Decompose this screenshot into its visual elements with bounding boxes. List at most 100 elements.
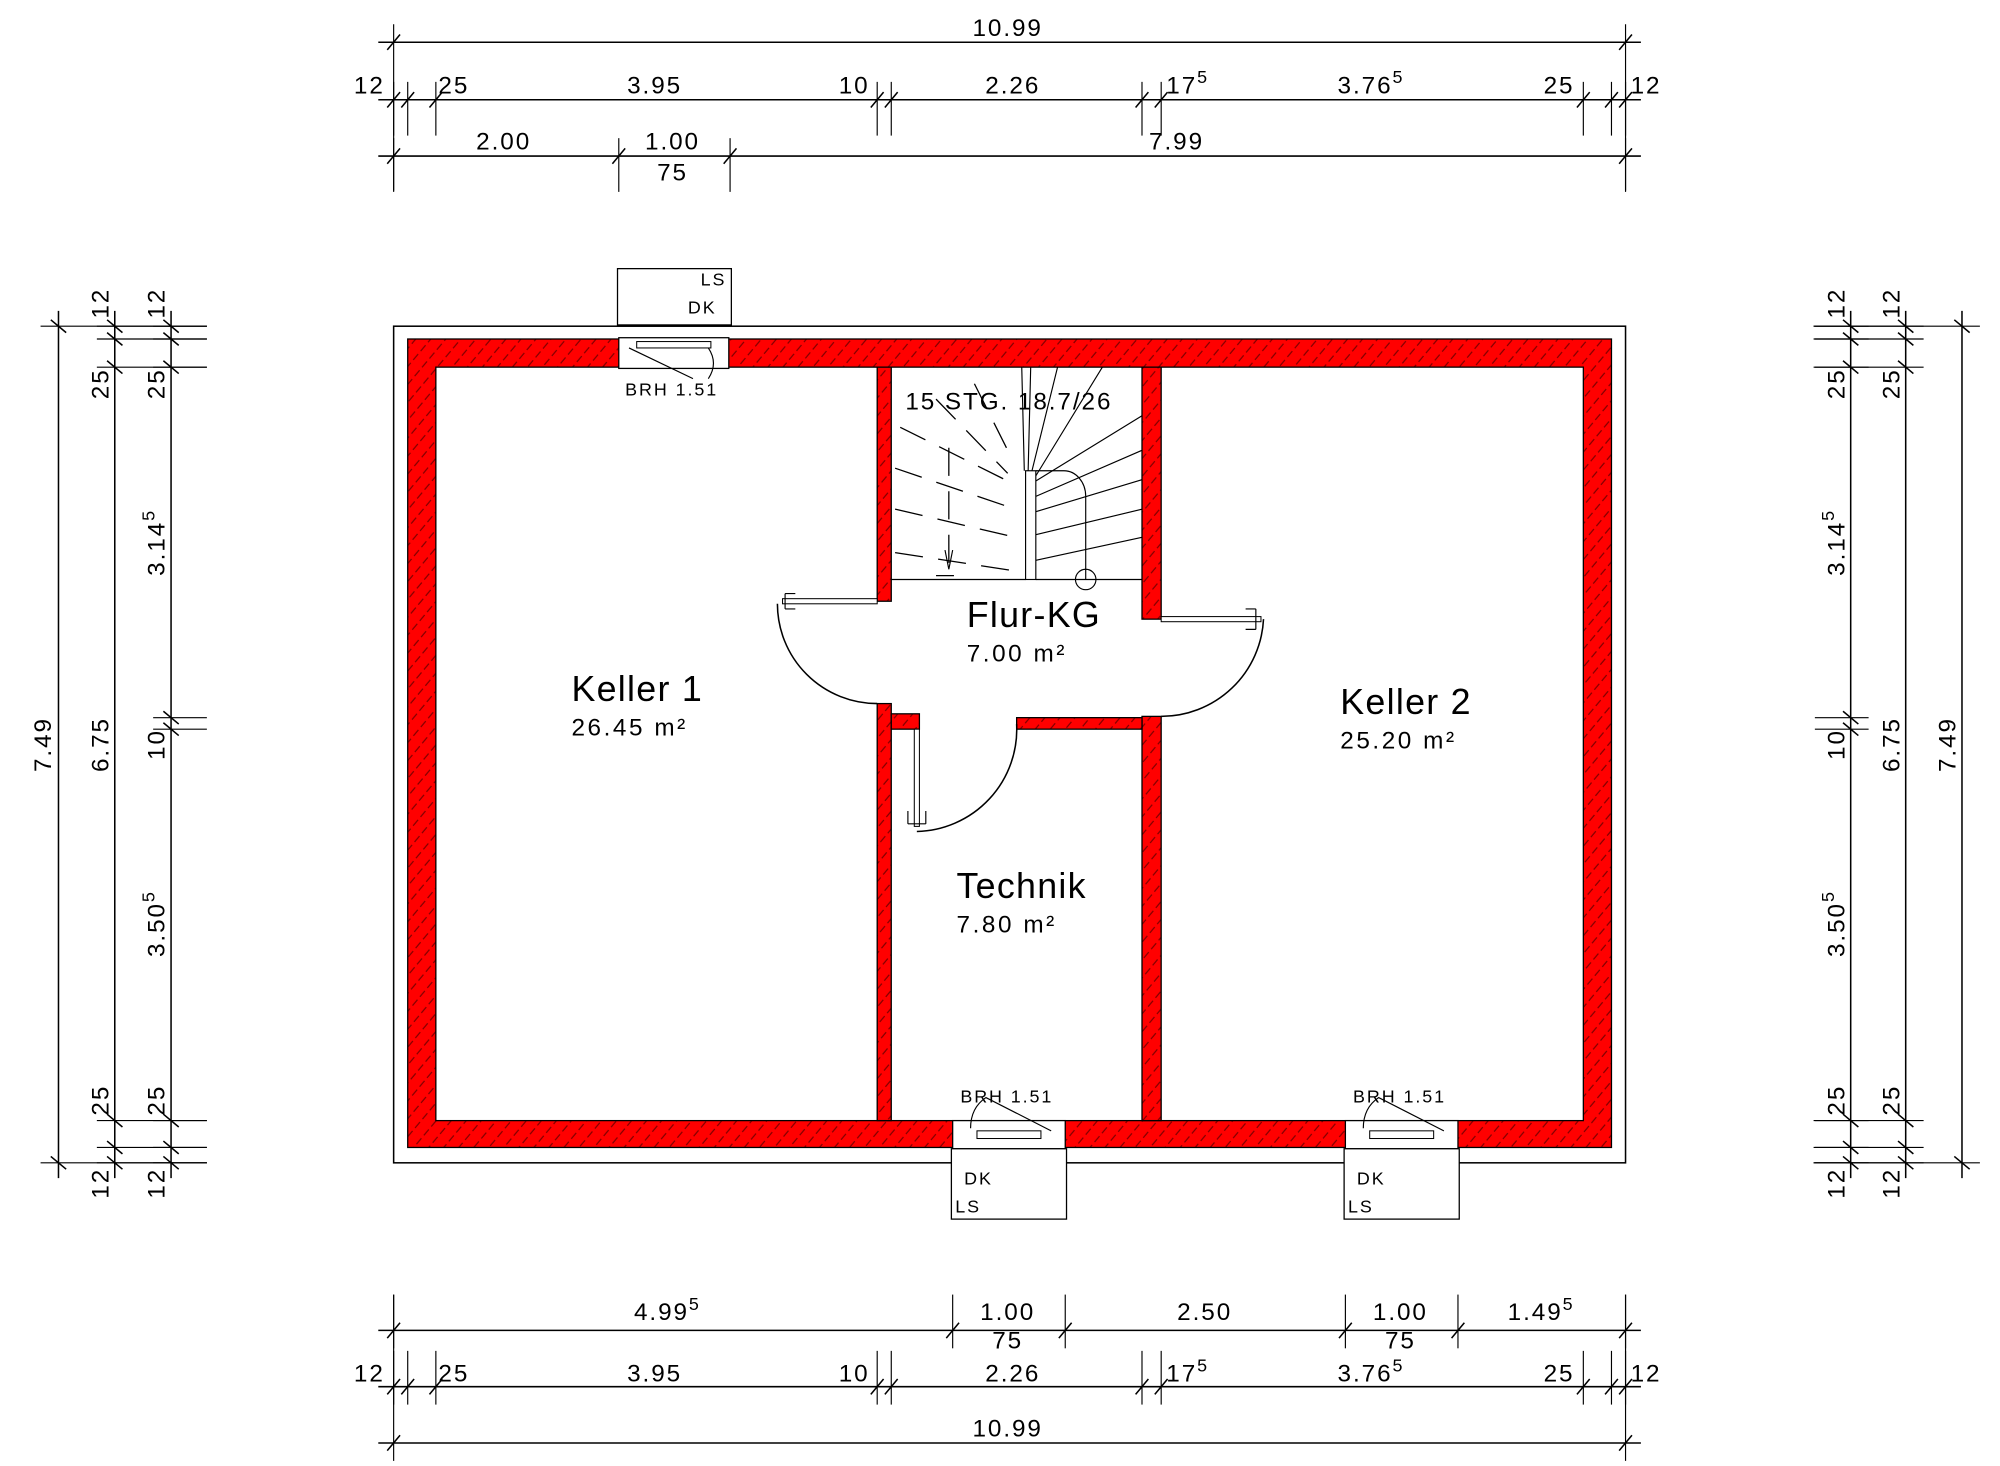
dimension-label-sub: 75 (1385, 1327, 1416, 1354)
dimension-tick (386, 1434, 401, 1452)
window-keller2-type-a: DK (1357, 1169, 1386, 1189)
room-area-keller1: 26.45 m² (571, 715, 687, 742)
dimension-tick (400, 1378, 415, 1395)
door-keller2[interactable] (1160, 608, 1265, 718)
room-name-keller1: Keller 1 (571, 669, 703, 709)
dimension-label: 175 (1166, 1355, 1209, 1387)
dimension-label: 12 (1878, 1168, 1905, 1199)
dimension-label: 2.50 (1177, 1299, 1232, 1326)
dimension-tick (428, 1378, 443, 1395)
dimension-label: 12 (354, 1361, 385, 1388)
dimension-tick (50, 319, 67, 334)
dimension-label: 3.145 (1818, 509, 1850, 576)
dimension-label: 2.26 (985, 1361, 1040, 1388)
dimension-label: 25 (438, 72, 469, 99)
dimension-label: 12 (1823, 288, 1850, 319)
dimension-label-sub: 75 (657, 159, 688, 186)
dimension-tick (1135, 1378, 1149, 1395)
dimension-tick (1058, 1322, 1073, 1339)
dimension-tick (1842, 722, 1859, 737)
dimension-tick (386, 147, 401, 165)
door-keller1[interactable] (776, 592, 878, 705)
room-area-technik: 7.80 m² (957, 912, 1057, 939)
dimension-tick (106, 1140, 123, 1155)
dimension-tick (1842, 710, 1859, 725)
dimension-label: 1.00 (1373, 1299, 1428, 1326)
dimension-tick (1154, 91, 1169, 108)
dimension-tick (162, 332, 180, 346)
dimension-tick (1604, 91, 1619, 108)
room-area-flur: 7.00 m² (967, 640, 1067, 667)
dimension-label: 3.505 (1818, 890, 1850, 957)
dimension-label: 6.75 (87, 717, 114, 772)
dimension-label: 3.145 (138, 509, 170, 576)
dimension-label: 25 (1544, 72, 1575, 99)
room-name-flur: Flur-KG (967, 595, 1101, 635)
window-top-type-b: DK (688, 297, 717, 317)
dimension-label: 25 (1823, 1085, 1850, 1116)
dimension-label: 25 (1878, 1085, 1905, 1116)
dimension-tick (1897, 360, 1914, 375)
dimension-label: 12 (354, 72, 385, 99)
interior-walls (876, 366, 1162, 1122)
dimension-label: 25 (144, 368, 171, 399)
dimension-tick (1897, 1113, 1914, 1128)
dimension-label: 25 (1878, 368, 1905, 399)
dimension-tick (50, 1155, 67, 1170)
dimension-label: 12 (87, 288, 114, 319)
dimension-label: 3.505 (138, 890, 170, 957)
dimension-tick (1953, 1155, 1971, 1170)
window-technik-type-a: DK (964, 1169, 993, 1189)
dimension-tick (1897, 332, 1914, 346)
dimension-label: 12 (1823, 1168, 1850, 1199)
dimension-tick (106, 332, 123, 346)
dimension-label: 10.99 (972, 15, 1042, 42)
dimension-label-sub: 75 (992, 1327, 1023, 1354)
dimension-label: 10 (144, 729, 171, 760)
dimension-label: 175 (1166, 67, 1209, 99)
dimension-label: 1.00 (645, 129, 700, 156)
window-top-type-a: LS (701, 269, 727, 289)
dimension-label: 10 (839, 1361, 870, 1388)
dimension-tick (162, 1140, 180, 1155)
dimension-tick (162, 1155, 180, 1170)
dimension-tick (162, 1113, 180, 1128)
dimension-tick (1618, 34, 1633, 51)
dimension-tick (106, 319, 123, 334)
dimension-label: 10 (1823, 729, 1850, 760)
dimension-tick (1135, 91, 1149, 108)
dimension-label: 1.495 (1508, 1294, 1575, 1326)
dimension-label: 25 (87, 1085, 114, 1116)
dimension-tick (870, 91, 885, 108)
window-bottom-keller2 (1343, 1096, 1460, 1220)
window-top-brh: BRH 1.51 (625, 379, 718, 399)
dimension-label: 7.49 (1935, 717, 1962, 772)
dimension-label: 25 (144, 1085, 171, 1116)
dimension-tick (400, 91, 415, 108)
dimension-tick (1618, 1434, 1633, 1452)
window-keller2-brh: BRH 1.51 (1353, 1087, 1446, 1107)
dimension-label: 7.99 (1149, 129, 1204, 156)
door-technik[interactable] (907, 724, 1018, 833)
dimension-tick (1604, 1378, 1619, 1395)
dimension-label: 25 (438, 1361, 469, 1388)
interior-space (435, 366, 1584, 1122)
dimension-tick (162, 710, 180, 725)
dimension-tick (1618, 91, 1633, 108)
dimension-tick (162, 319, 180, 334)
stair-label: 15 STG. 18.7/26 (905, 388, 1112, 415)
dimension-label: 7.49 (30, 717, 57, 772)
dimension-tick (106, 360, 123, 375)
dimension-tick (870, 1378, 885, 1395)
window-top (616, 267, 733, 380)
dimension-tick (1897, 1140, 1914, 1155)
dimension-label: 25 (1823, 368, 1850, 399)
dimension-tick (723, 147, 738, 165)
dimension-label: 12 (1631, 1361, 1662, 1388)
dimension-tick (1576, 91, 1591, 108)
dimension-tick (386, 34, 401, 51)
dimension-tick (611, 147, 626, 165)
window-keller2-type-b: LS (1348, 1197, 1374, 1217)
staircase: 15 STG. 18.7/26 (891, 366, 1143, 591)
dimension-tick (945, 1322, 960, 1339)
